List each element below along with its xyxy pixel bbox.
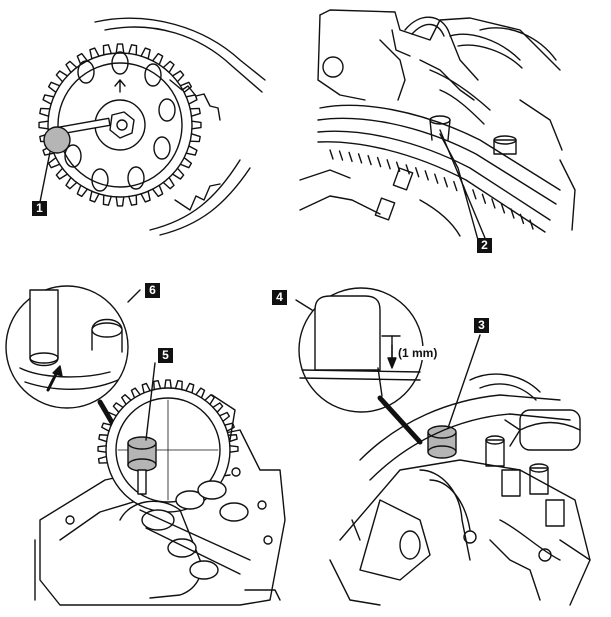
cam-gear-teeth — [97, 379, 239, 464]
callout-4: 4 — [272, 290, 287, 305]
belt-tooth — [367, 154, 372, 166]
gear-tooth — [55, 70, 69, 83]
gear-tooth — [76, 52, 89, 66]
gear-tooth — [115, 196, 125, 207]
setting-tool — [127, 436, 157, 495]
belt-tooth — [453, 180, 458, 192]
gear-tooth — [112, 402, 124, 413]
belt-tooth — [338, 150, 344, 161]
gear-tooth — [97, 445, 107, 453]
gear-tooth — [97, 455, 109, 464]
panel-1-sprocket — [38, 17, 266, 236]
belt-tooth — [405, 164, 410, 175]
gear-tooth — [179, 156, 193, 169]
gear-tooth — [224, 422, 235, 432]
gear-tooth — [162, 176, 175, 190]
gear-tooth — [39, 107, 51, 117]
belt-tooth — [481, 193, 487, 204]
gear-tooth — [195, 387, 206, 399]
gear-tooth — [105, 411, 118, 422]
belt-tooth — [443, 177, 448, 188]
locking-pin — [43, 117, 111, 154]
gear-tooth — [101, 422, 112, 432]
gear-tooth — [128, 194, 138, 206]
setting-tool-2 — [427, 425, 457, 459]
gear-tooth — [218, 411, 231, 422]
gear-tooth — [98, 434, 109, 443]
sprocket-outer — [47, 52, 193, 198]
gear-tooth — [38, 120, 49, 130]
gear-tooth — [151, 52, 164, 66]
gear-tooth — [140, 47, 151, 60]
gear-tooth — [76, 184, 89, 198]
sprocket-bolt — [109, 111, 135, 139]
gear-tooth — [55, 167, 69, 180]
gear-tooth — [102, 44, 112, 56]
sprocket-holes — [64, 51, 176, 192]
belt-tooth — [472, 189, 477, 200]
belt-tooth — [500, 203, 506, 214]
callout-5: 5 — [158, 348, 173, 363]
gear-tooth — [162, 60, 175, 74]
gap-dimension-label: (1 mm) — [398, 346, 438, 360]
gear-tooth — [140, 190, 151, 203]
gear-tooth — [47, 156, 61, 169]
leader-2 — [439, 129, 486, 239]
gear-tooth — [229, 445, 239, 453]
gear-tooth — [102, 194, 112, 206]
panel-2-engine-top — [299, 9, 576, 241]
belt-tooth — [529, 219, 534, 230]
gear-tooth — [174, 380, 183, 391]
belt-tooth — [491, 198, 496, 209]
gear-tooth — [153, 380, 162, 391]
callout-3: 3 — [474, 318, 489, 333]
gear-tooth — [130, 387, 141, 399]
gear-tooth — [171, 70, 185, 83]
belt-tooth — [519, 213, 525, 225]
gear-tooth — [164, 379, 172, 389]
gear-tooth — [191, 120, 202, 130]
gear-tooth — [115, 43, 125, 54]
gear-tooth — [65, 176, 78, 190]
gear-tooth — [89, 190, 100, 203]
belt-tooth — [348, 151, 353, 163]
belt-tooth — [386, 159, 391, 170]
camshaft — [119, 480, 251, 599]
callout-6: 6 — [145, 283, 160, 298]
gear-tooth — [141, 382, 151, 394]
callout-1: 1 — [32, 201, 47, 216]
gear-tooth — [189, 107, 201, 117]
gear-tooth — [121, 394, 132, 406]
gear-tooth — [42, 94, 55, 105]
belt-tooth — [329, 149, 334, 160]
gear-tooth — [185, 145, 198, 156]
gear-tooth — [89, 47, 100, 60]
belt-tooth — [415, 167, 420, 178]
gear-tooth — [227, 434, 238, 443]
gear-tooth — [185, 94, 198, 105]
gear-tooth — [128, 44, 138, 56]
gear-tooth — [171, 167, 185, 180]
panel-3-head-detail — [5, 285, 286, 606]
panel-4-gap-detail — [295, 287, 591, 606]
gear-tooth — [185, 382, 195, 394]
belt-tooth — [434, 173, 439, 184]
belt-tooth — [376, 156, 382, 168]
belt-tooth — [357, 153, 363, 164]
callout-2: 2 — [477, 238, 492, 253]
gear-tooth — [212, 402, 224, 413]
gear-tooth — [65, 60, 78, 74]
gear-tooth — [47, 81, 61, 94]
gear-tooth — [179, 81, 193, 94]
gear-tooth — [204, 394, 215, 406]
gear-tooth — [151, 184, 164, 198]
belt-tooth — [424, 170, 429, 181]
belt-tooth — [510, 208, 515, 219]
gear-tooth — [189, 133, 201, 143]
